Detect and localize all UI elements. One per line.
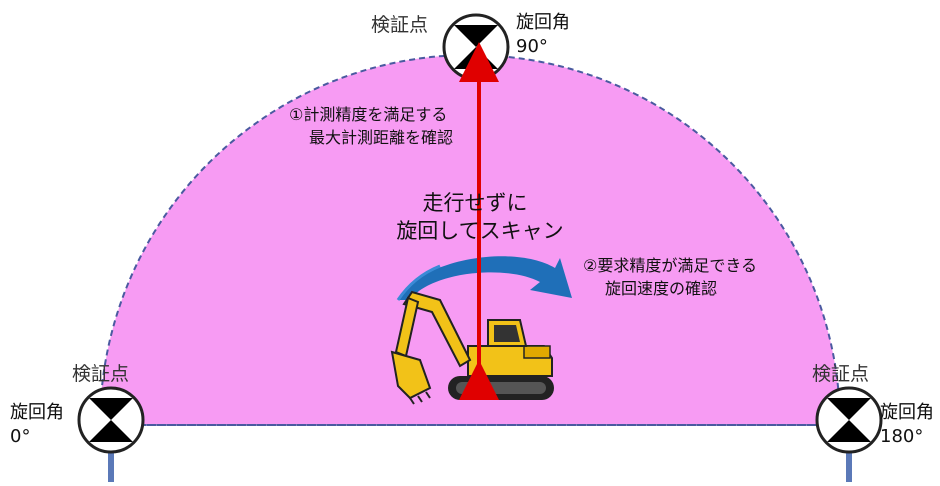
center-text-line-2: 旋回してスキャン [396,219,564,243]
rotation-arrow-icon [396,256,572,301]
note-2-line-2: 旋回速度の確認 [605,279,718,298]
target-post-right [846,445,852,482]
target-left-icon [77,386,145,454]
target-right-icon [815,386,883,454]
angle-right-title: 旋回角 [880,402,934,423]
verification-point-left-label: 検証点 [72,363,130,385]
note-2-line-1: ②要求精度が満足できる [583,256,758,275]
target-top-icon [442,13,510,81]
verification-point-right-label: 検証点 [812,363,870,385]
angle-right-value: 180° [880,426,924,447]
angle-left-value: 0° [10,426,31,447]
center-text-line-1: 走行せずに [422,191,528,215]
angle-top-title: 旋回角 [516,12,570,33]
note-1-line-1: ①計測精度を満足する [289,105,448,124]
angle-top-value: 90° [516,36,548,57]
target-post-left [108,445,114,482]
angle-left-title: 旋回角 [10,402,64,423]
verification-point-top-label: 検証点 [371,14,429,36]
note-1-line-2: 最大計測距離を確認 [309,128,454,147]
